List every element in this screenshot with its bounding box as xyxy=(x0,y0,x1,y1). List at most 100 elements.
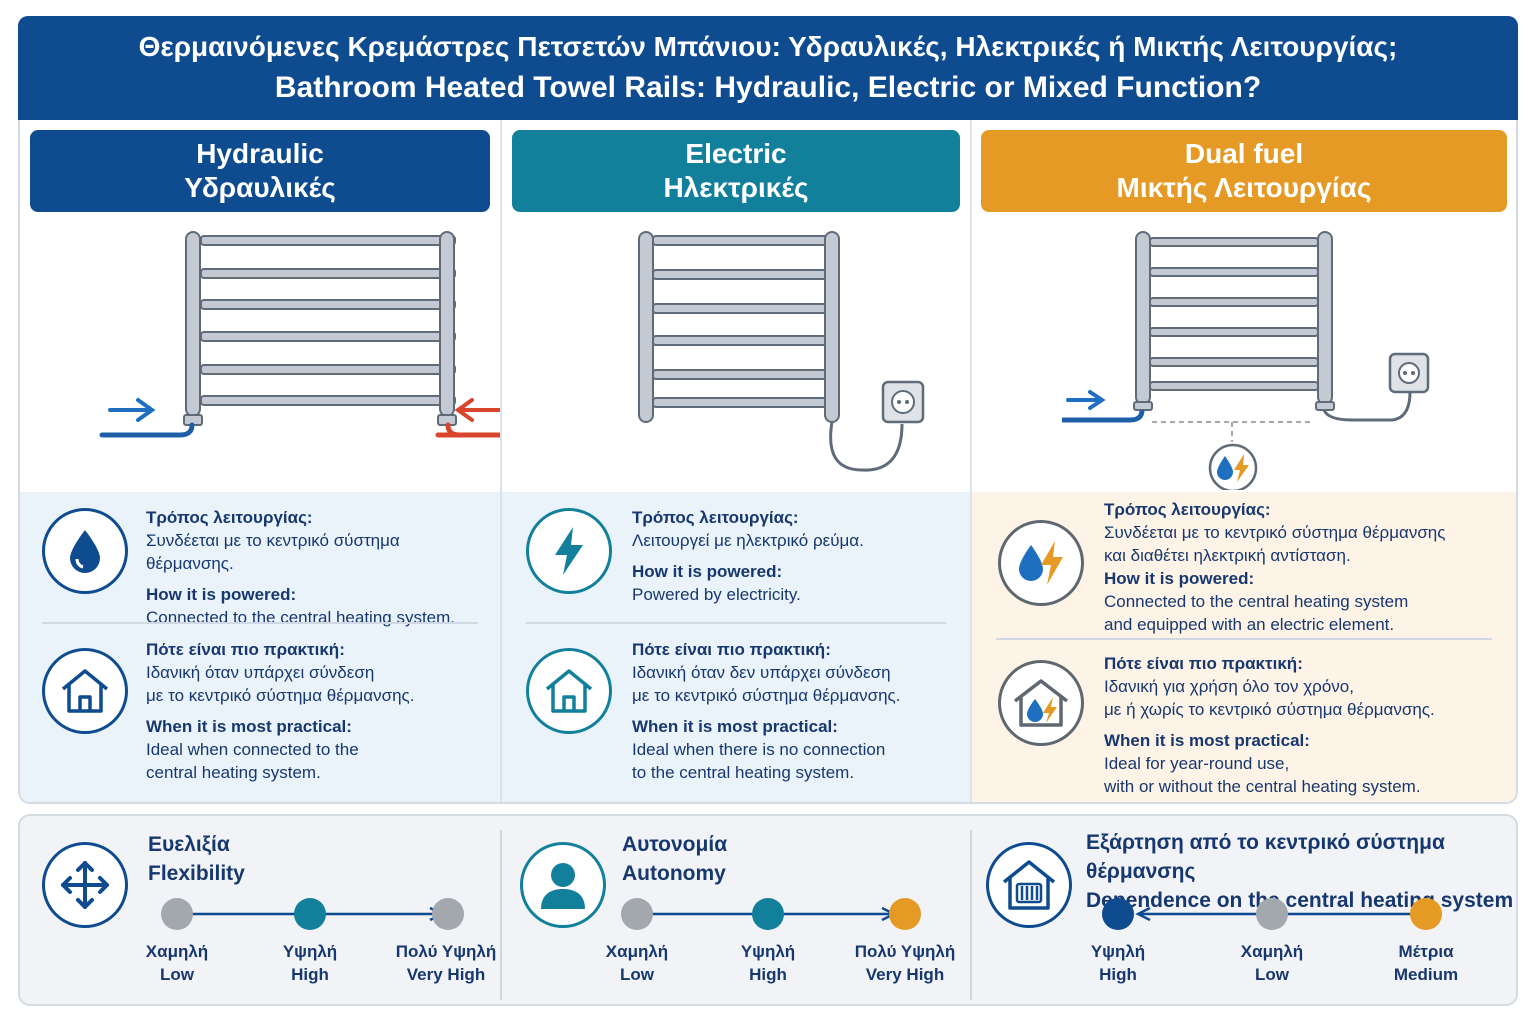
practical-heading-el: Πότε είναι πιο πρακτική: xyxy=(632,640,831,659)
page-title-english: Bathroom Heated Towel Rails: Hydraulic, … xyxy=(274,71,1262,104)
flexibility-very-high-label: Πολύ Υψηλή Very High xyxy=(381,940,511,986)
practical-heading-el: Πότε είναι πιο πρακτική: xyxy=(1104,654,1303,673)
dual-fuel-practical-text: Πότε είναι πιο πρακτική: Ιδανική για χρή… xyxy=(1104,652,1508,798)
powered-heading-el: Τρόπος λειτουργίας: xyxy=(146,508,313,527)
powered-heading-en: How it is powered: xyxy=(632,562,783,581)
hydraulic-powered-text: Τρόπος λειτουργίας: Συνδέεται με το κεντ… xyxy=(146,506,491,629)
dual-fuel-title-el: Μικτής Λειτουργίας xyxy=(1116,172,1372,203)
electric-powered-text: Τρόπος λειτουργίας: Λειτουργεί με ηλεκτρ… xyxy=(632,506,962,606)
dependence-title-en: Dependence on the central heating system xyxy=(1086,889,1514,912)
dependence-title: Εξάρτηση από το κεντρικό σύστημα θέρμανσ… xyxy=(1086,828,1516,915)
label-en: High xyxy=(291,965,329,984)
house-radiator-icon xyxy=(986,842,1072,928)
dependence-high-label: Υψηλή High xyxy=(1053,940,1183,986)
label-el: Χαμηλή xyxy=(605,942,669,961)
hydraulic-practical-text: Πότε είναι πιο πρακτική: Ιδανική όταν υπ… xyxy=(146,638,491,784)
person-icon xyxy=(520,842,606,928)
label-en: Low xyxy=(160,965,194,984)
powered-value-el: Λειτουργεί με ηλεκτρικό ρεύμα. xyxy=(632,531,864,550)
flexibility-title-en: Flexibility xyxy=(148,862,245,885)
label-el: Υψηλή xyxy=(1090,942,1146,961)
practical-value-en-line2: with or without the central heating syst… xyxy=(1104,777,1421,796)
page-title-greek: Θερμαινόμενες Κρεμάστρες Πετσετών Μπάνιο… xyxy=(138,31,1398,62)
comparison-card: Hydraulic Υδραυλικές xyxy=(18,120,1518,804)
label-en: Low xyxy=(620,965,654,984)
dependence-title-el: Εξάρτηση από το κεντρικό σύστημα θέρμανσ… xyxy=(1086,831,1445,883)
flexibility-high-label: Υψηλή High xyxy=(245,940,375,986)
practical-value-en-line2: to the central heating system. xyxy=(632,763,855,782)
house-icon xyxy=(42,648,128,734)
water-and-lightning-icon xyxy=(1208,443,1258,490)
power-cable xyxy=(829,421,904,472)
towel-rail-icon xyxy=(183,231,457,426)
flexibility-low-dot xyxy=(161,898,193,930)
electric-title-el: Ηλεκτρικές xyxy=(663,172,809,203)
electric-title-en: Electric xyxy=(685,138,787,169)
powered-heading-en: How it is powered: xyxy=(1104,569,1255,588)
powered-value-en: Connected to the central heating system. xyxy=(146,608,456,627)
label-el: Υψηλή xyxy=(740,942,796,961)
practical-value-en-line1: Ideal for year-round use, xyxy=(1104,754,1290,773)
practical-value-en-line1: Ideal when there is no connection xyxy=(632,740,886,759)
section-divider xyxy=(526,622,946,624)
electric-practical-text: Πότε είναι πιο πρακτική: Ιδανική όταν δε… xyxy=(632,638,962,784)
flexibility-high-dot xyxy=(294,898,326,930)
hydraulic-title-en: Hydraulic xyxy=(196,138,324,169)
section-divider xyxy=(996,638,1492,640)
inlet-pipe xyxy=(1062,409,1145,423)
autonomy-low-label: Χαμηλή Low xyxy=(572,940,702,986)
electric-title-pill: Electric Ηλεκτρικές xyxy=(512,130,960,212)
practical-value-el-line1: Ιδανική όταν δεν υπάρχει σύνδεση xyxy=(632,663,891,682)
dual-fuel-powered-text: Τρόπος λειτουργίας: Συνδέεται με το κεντ… xyxy=(1104,498,1504,636)
flexibility-title: Ευελιξία Flexibility xyxy=(148,830,245,888)
label-el: Πολύ Υψηλή xyxy=(854,942,956,961)
socket-icon xyxy=(881,380,925,424)
autonomy-high-label: Υψηλή High xyxy=(703,940,833,986)
label-en: Medium xyxy=(1393,965,1459,984)
label-en: High xyxy=(749,965,787,984)
column-divider xyxy=(500,120,502,802)
towel-rail-icon xyxy=(1133,231,1335,411)
column-divider xyxy=(970,120,972,802)
label-en: Very High xyxy=(406,965,486,984)
hydraulic-info-panel: Τρόπος λειτουργίας: Συνδέεται με το κεντ… xyxy=(20,492,500,802)
inlet-pipe xyxy=(99,422,500,438)
practical-value-en-line1: Ideal when connected to the xyxy=(146,740,359,759)
move-arrows-icon xyxy=(42,842,128,928)
section-divider xyxy=(42,622,478,624)
autonomy-title-el: Αυτονομία xyxy=(622,833,728,856)
practical-value-el-line1: Ιδανική για χρήση όλο τον χρόνο, xyxy=(1104,677,1354,696)
powered-value-el: Συνδέεται με το κεντρικό σύστημα θέρμανσ… xyxy=(146,531,400,573)
autonomy-very-high-dot xyxy=(889,898,921,930)
dual-fuel-title-en: Dual fuel xyxy=(1184,138,1304,169)
dashed-connector xyxy=(1152,421,1312,442)
dependence-medium-label: Μέτρια Medium xyxy=(1361,940,1491,986)
electric-info-panel: Τρόπος λειτουργίας: Λειτουργεί με ηλεκτρ… xyxy=(502,492,970,802)
flexibility-title-el: Ευελιξία xyxy=(148,833,230,856)
arrow-out-icon xyxy=(454,398,500,422)
dependence-low-dot xyxy=(1256,898,1288,930)
arrow-in-icon xyxy=(108,398,156,422)
rating-divider xyxy=(970,830,972,1000)
flexibility-very-high-dot xyxy=(432,898,464,930)
autonomy-title-en: Autonomy xyxy=(622,862,726,885)
electric-column: Electric Ηλεκτρικές xyxy=(502,120,970,802)
powered-value-el-line1: Συνδέεται με το κεντρικό σύστημα θέρμανσ… xyxy=(1104,523,1446,542)
hydraulic-column: Hydraulic Υδραυλικές xyxy=(20,120,500,802)
socket-icon xyxy=(1388,352,1430,394)
powered-heading-en: How it is powered: xyxy=(146,585,297,604)
page-header: Θερμαινόμενες Κρεμάστρες Πετσετών Μπάνιο… xyxy=(18,16,1518,120)
power-cable xyxy=(1322,391,1412,422)
powered-value-en: Powered by electricity. xyxy=(632,585,801,604)
hydraulic-title-el: Υδραυλικές xyxy=(184,172,336,203)
towel-rail-icon xyxy=(638,231,840,423)
powered-value-el-line2: και διαθέτει ηλεκτρική αντίσταση. xyxy=(1104,546,1351,565)
dependence-medium-dot xyxy=(1410,898,1442,930)
autonomy-low-dot xyxy=(621,898,653,930)
label-el: Χαμηλή xyxy=(145,942,209,961)
powered-value-en-line2: and equipped with an electric element. xyxy=(1104,615,1395,634)
hydraulic-title-pill: Hydraulic Υδραυλικές xyxy=(30,130,490,212)
autonomy-high-dot xyxy=(752,898,784,930)
lightning-bolt-icon xyxy=(526,508,612,594)
electric-rail-illustration xyxy=(638,231,925,472)
